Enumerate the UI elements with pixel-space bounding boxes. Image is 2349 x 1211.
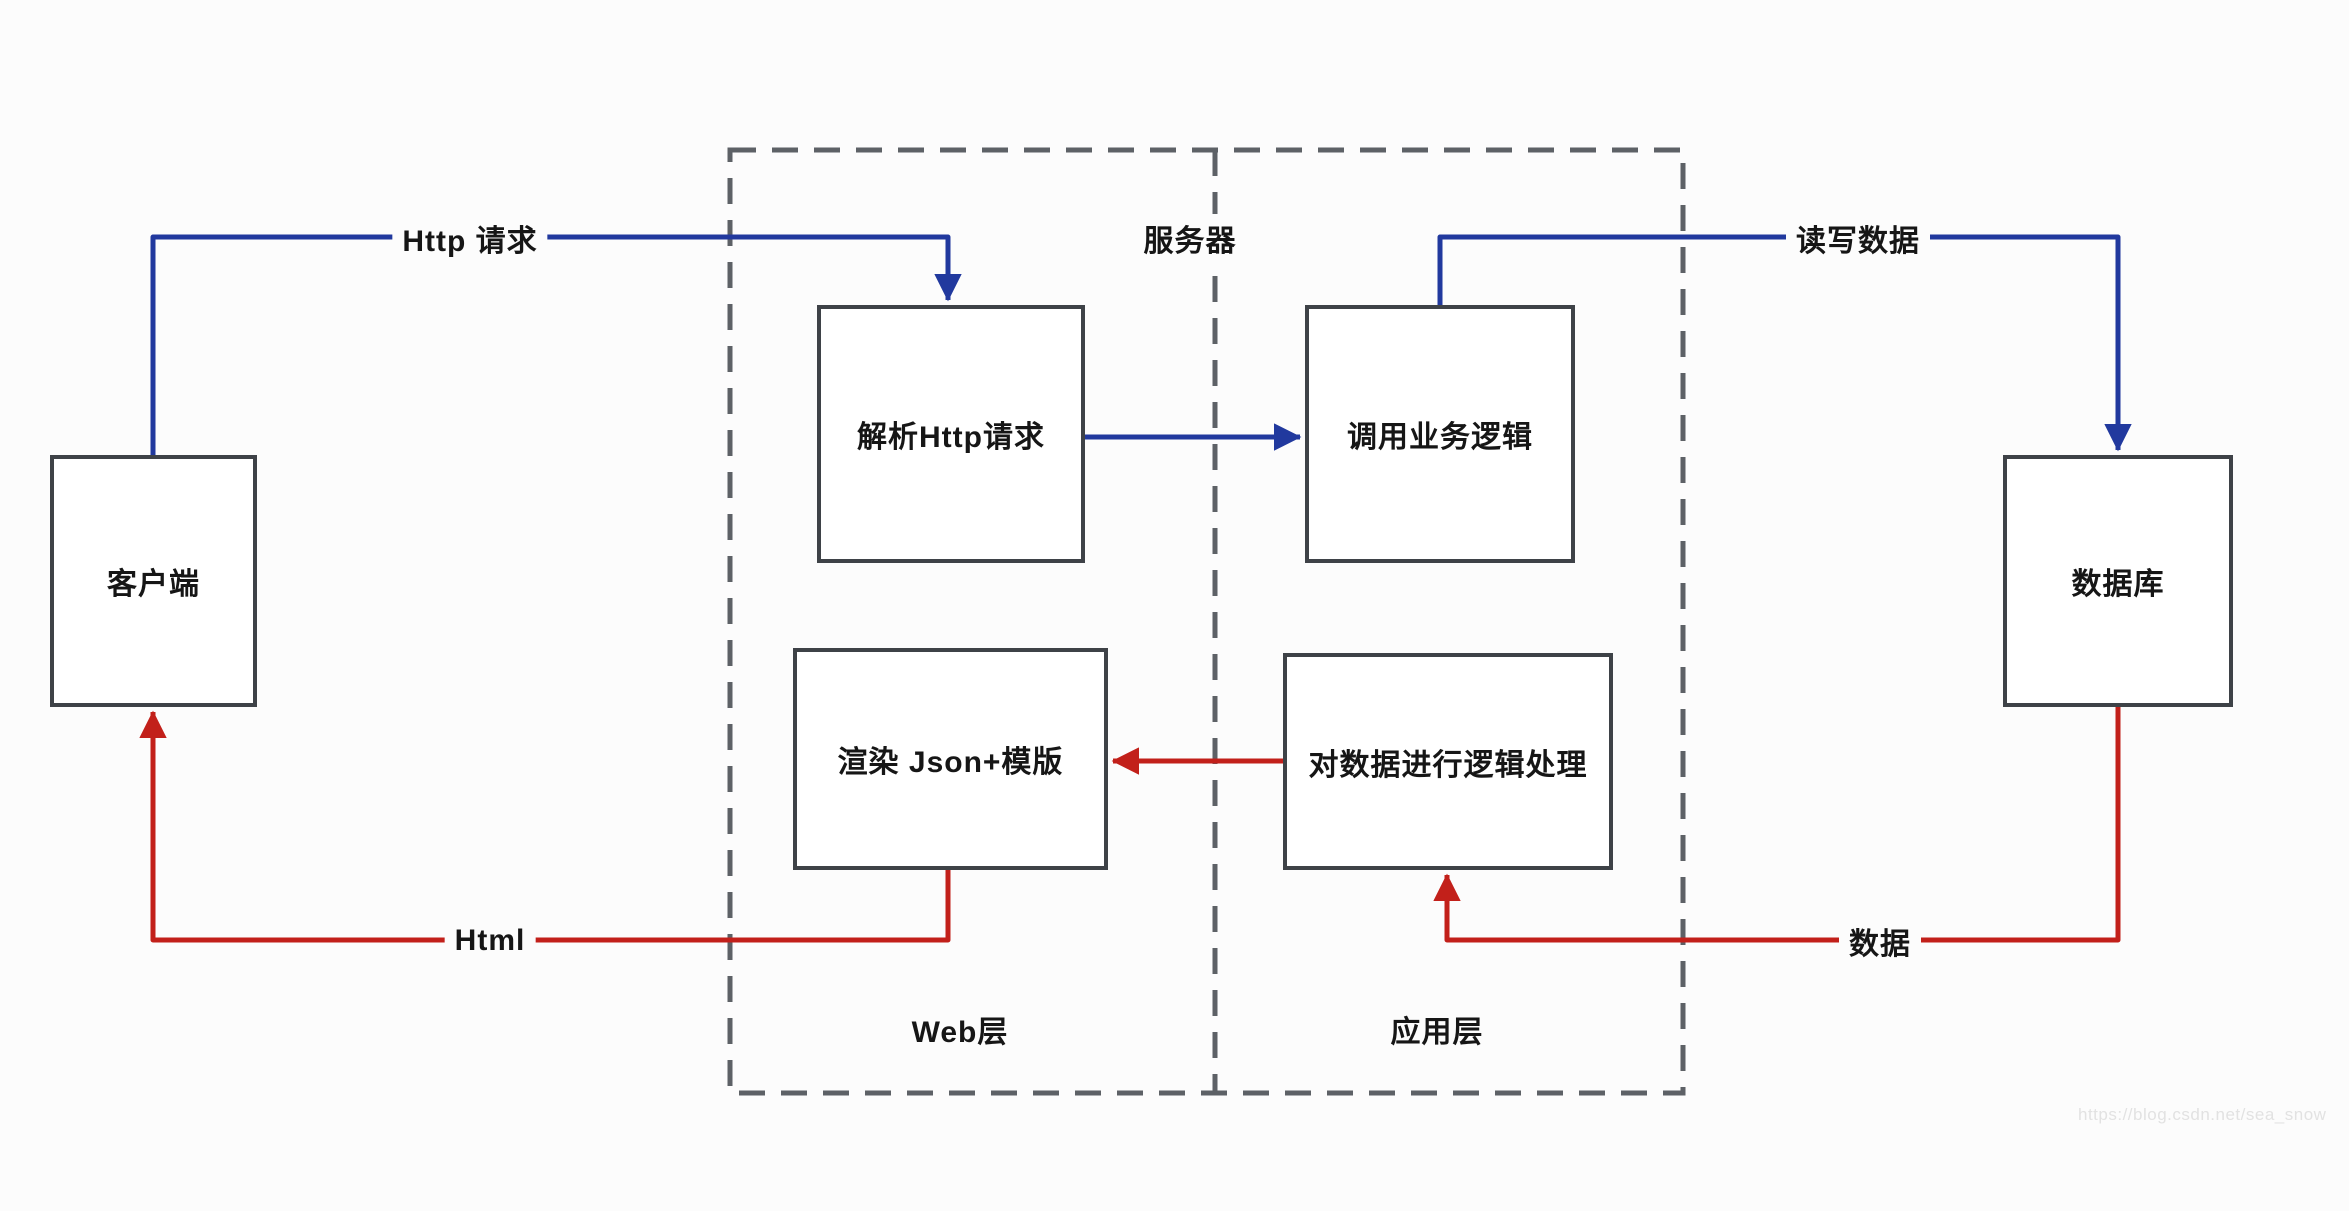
zone-label-app-layer: 应用层 — [1390, 1016, 1484, 1049]
node-client-label: 客户端 — [107, 568, 200, 601]
node-process-data-label: 对数据进行逻辑处理 — [1308, 748, 1588, 782]
node-database-label: 数据库 — [2071, 568, 2165, 601]
edge-html-return — [139, 710, 951, 943]
node-render-json-label: 渲染 Json+模版 — [837, 746, 1064, 779]
node-parse-http-request: 解析Http请求 — [817, 305, 1085, 563]
node-parse-http-label: 解析Http请求 — [857, 421, 1045, 454]
node-call-logic-label: 调用业务逻辑 — [1347, 421, 1533, 454]
edge-read-write-data — [1437, 234, 2132, 452]
edge-label-html: Html — [444, 922, 536, 960]
edge-label-http-request: Http 请求 — [392, 214, 548, 262]
zone-label-server: 服务器 — [1133, 214, 1247, 262]
edge-label-data: 数据 — [1839, 917, 1921, 965]
zone-label-web-layer: Web层 — [911, 1016, 1009, 1049]
server-dashed-container — [727, 147, 1686, 1096]
edge-data-return — [1433, 707, 2121, 943]
node-database: 数据库 — [2003, 455, 2233, 707]
edge-http-request — [150, 234, 962, 455]
node-client: 客户端 — [50, 455, 257, 707]
edge-label-read-write-data: 读写数据 — [1786, 214, 1930, 262]
watermark-url: https://blog.csdn.net/sea_snow — [2078, 1105, 2327, 1124]
node-process-data-logic: 对数据进行逻辑处理 — [1283, 653, 1613, 870]
node-call-business-logic: 调用业务逻辑 — [1305, 305, 1575, 563]
node-render-json-template: 渲染 Json+模版 — [793, 648, 1108, 870]
